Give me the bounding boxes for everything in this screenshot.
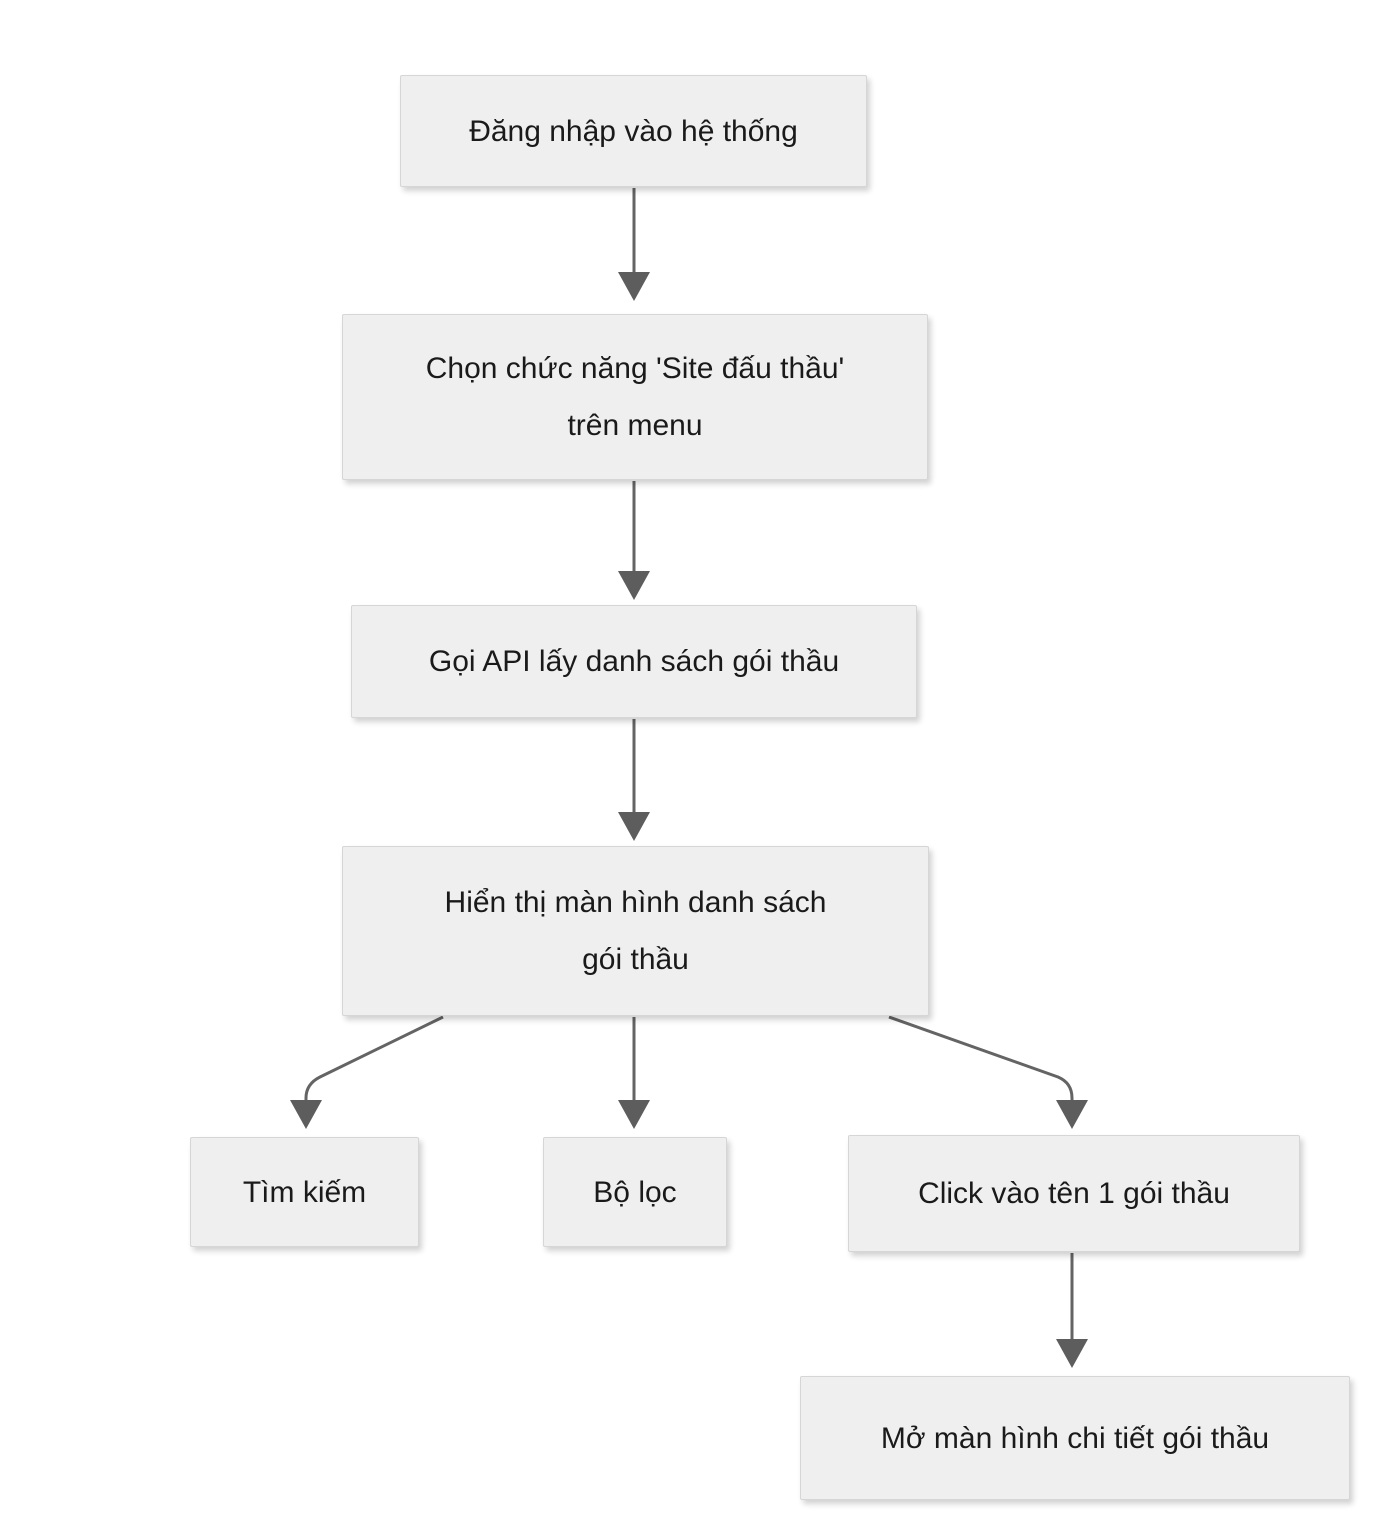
edge-click-detail-arrowhead [1056, 1339, 1088, 1368]
node-login: Đăng nhập vào hệ thống [400, 75, 867, 187]
node-detail-label: Mở màn hình chi tiết gói thầu [880, 1421, 1270, 1455]
node-filter: Bộ lọc [543, 1137, 727, 1247]
node-api-label: Gọi API lấy danh sách gói thầu [428, 645, 840, 678]
edge-list-search-line [304, 1015, 444, 1100]
node-detail: Mở màn hình chi tiết gói thầu [800, 1376, 1350, 1500]
edge-menu-api-arrowhead [618, 571, 650, 600]
edge-list-click-arrowhead [1056, 1100, 1088, 1129]
edge-list-filter-arrowhead [618, 1100, 650, 1129]
node-click-label: Click vào tên 1 gói thầu [918, 1177, 1230, 1210]
edge-list-click-line [888, 1015, 1074, 1100]
node-api: Gọi API lấy danh sách gói thầu [351, 605, 917, 718]
edge-list-search-arrowhead [290, 1100, 322, 1129]
node-menu-label-line2: trên menu [567, 409, 703, 442]
node-list: Hiển thị màn hình danh sách gói thầu [342, 846, 929, 1016]
node-click: Click vào tên 1 gói thầu [848, 1135, 1300, 1252]
node-list-label-line2: gói thầu [582, 943, 689, 976]
node-menu-label-line1: Chọn chức năng 'Site đấu thầu' [425, 352, 845, 385]
edge-login-menu-arrowhead [618, 272, 650, 301]
edge-api-list-arrowhead [618, 812, 650, 841]
node-search-label: Tìm kiếm [242, 1175, 367, 1209]
node-search: Tìm kiếm [190, 1137, 419, 1247]
node-login-label: Đăng nhập vào hệ thống [469, 114, 798, 148]
node-filter-label: Bộ lọc [593, 1175, 677, 1209]
node-menu: Chọn chức năng 'Site đấu thầu' trên menu [342, 314, 928, 480]
node-list-label-line1: Hiển thị màn hình danh sách [444, 886, 827, 919]
